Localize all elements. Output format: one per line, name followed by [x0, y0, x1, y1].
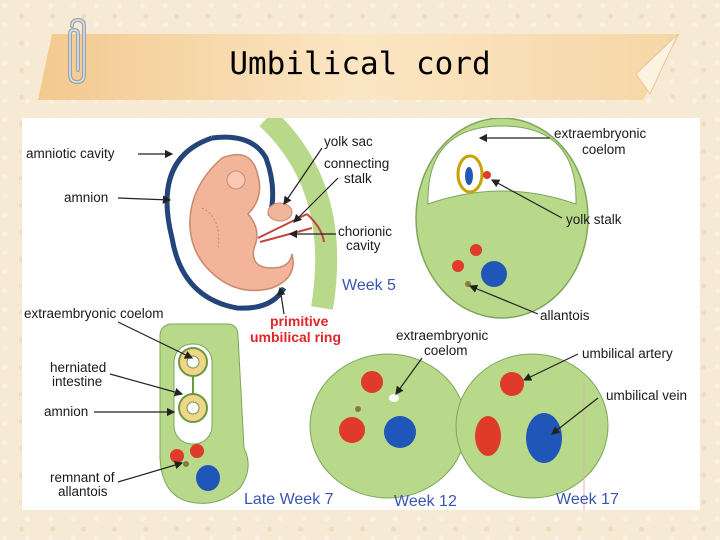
umbilical-cord-diagram: amniotic cavity amnion yolk sac connecti…: [22, 118, 700, 510]
label-chorionic-cavity-2: cavity: [346, 238, 381, 253]
label-herniated-2: intestine: [52, 374, 102, 389]
leader-lines: [94, 133, 599, 483]
title-banner: [38, 34, 680, 100]
label-chorionic-cavity-1: chorionic: [338, 224, 392, 239]
label-week12: Week 12: [394, 493, 457, 510]
label-week5: Week 5: [342, 277, 396, 294]
label-connecting-stalk-2: stalk: [344, 171, 372, 186]
week17-section: [455, 353, 609, 510]
paperclip-icon: [62, 17, 96, 93]
label-umbilical-vein: umbilical vein: [606, 388, 687, 403]
label-umbilical-artery: umbilical artery: [582, 346, 673, 361]
label-primitive-2: umbilical ring: [250, 329, 341, 345]
label-extraembryonic-coelom-top-2: coelom: [582, 142, 626, 157]
label-allantois: allantois: [540, 308, 590, 323]
label-primitive-1: primitive: [270, 313, 329, 329]
week12-section: [309, 353, 467, 499]
label-extraembryonic-coelom-mid-1: extraembryonic: [396, 328, 489, 343]
label-extraembryonic-coelom-mid-2: coelom: [424, 343, 468, 358]
week5-embryo-illustration: [164, 118, 338, 311]
label-week17: Week 17: [556, 491, 619, 508]
label-remnant-2: allantois: [58, 484, 108, 499]
label-yolk-sac: yolk sac: [324, 134, 373, 149]
label-amniotic-cavity: amniotic cavity: [26, 146, 115, 161]
label-remnant-1: remnant of: [50, 470, 115, 485]
slide-title: Umbilical cord: [229, 46, 491, 82]
label-late-week7: Late Week 7: [244, 491, 334, 508]
label-amnion-top: amnion: [64, 190, 108, 205]
label-extraembryonic-coelom-top-1: extraembryonic: [554, 126, 647, 141]
label-herniated-1: herniated: [50, 360, 106, 375]
label-extraembryonic-coelom-left: extraembryonic coelom: [24, 306, 164, 321]
label-amnion-bottom: amnion: [44, 404, 88, 419]
late-week7-section: [159, 323, 249, 504]
label-yolk-stalk: yolk stalk: [566, 212, 622, 227]
top-right-section: [415, 118, 589, 319]
label-connecting-stalk-1: connecting: [324, 156, 389, 171]
